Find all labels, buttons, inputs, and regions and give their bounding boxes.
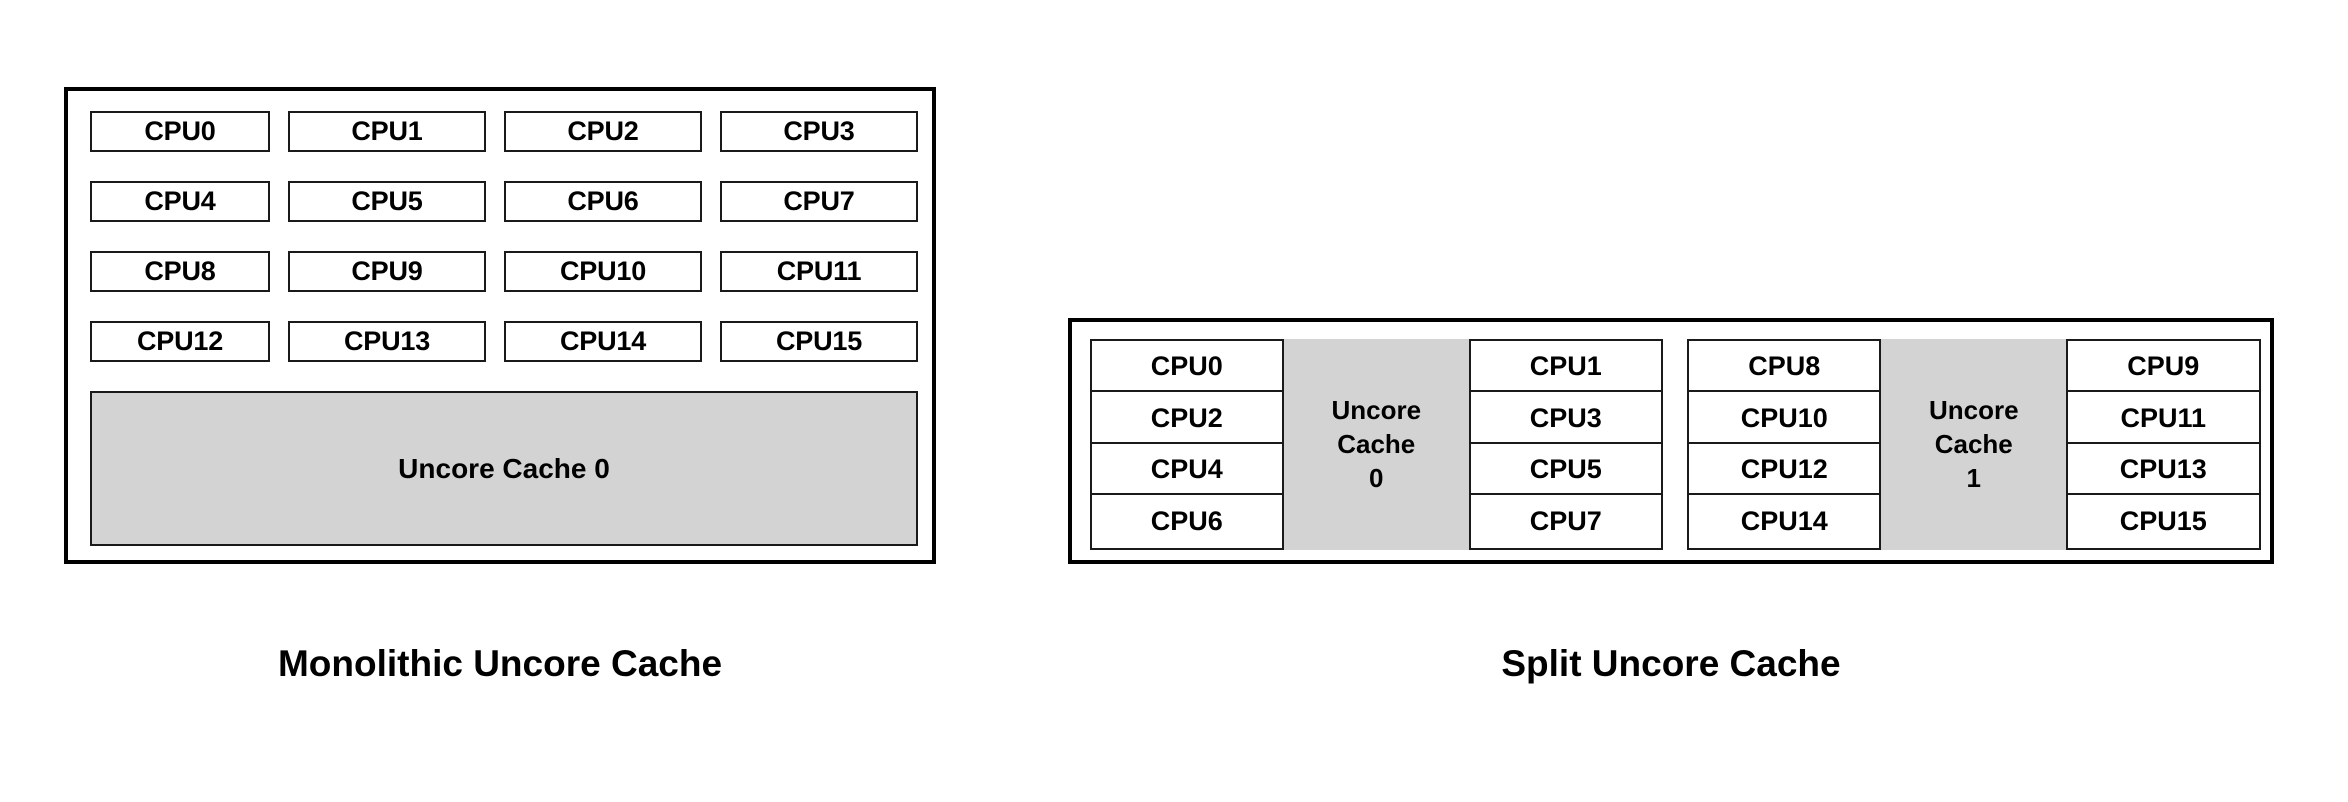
cpu-box: CPU0 [1089,338,1284,395]
uncore-cache-label-index: 1 [1966,463,1981,494]
cpu-box: CPU6 [1089,493,1284,550]
cpu-box: CPU14 [1687,493,1882,550]
cpu-box: CPU14 [504,321,702,362]
cpu-box: CPU10 [504,251,702,292]
split-socket-boundary: CPU0 CPU2 CPU4 CPU6 Uncore Cache 0 CPU1 … [1068,318,2274,564]
cpu-box: CPU5 [288,181,486,222]
uncore-cache-label-line1: Uncore [1331,394,1422,425]
uncore-cache-block: Uncore Cache 0 [90,391,918,546]
monolithic-socket-boundary: CPU0 CPU1 CPU2 CPU3 CPU4 CPU5 CPU6 CPU7 … [64,87,936,564]
cpu-box: CPU2 [504,111,702,152]
cpu-box: CPU8 [1687,338,1882,395]
cpu-box: CPU5 [1468,441,1663,498]
cpu-box: CPU6 [504,181,702,222]
cpu-box: CPU4 [90,181,270,222]
cpu-box: CPU9 [2066,338,2261,395]
cpu-box: CPU3 [1468,390,1663,447]
cpu-box: CPU7 [1468,493,1663,550]
cpu-box: CPU8 [90,251,270,292]
cpu-box: CPU3 [720,111,918,152]
uncore-cache-label-index: 0 [1369,463,1384,494]
tile-group: CPU8 CPU10 CPU12 CPU14 Uncore Cache 1 CP… [1687,338,2261,550]
cpu-box: CPU2 [1089,390,1284,447]
cpu-box: CPU10 [1687,390,1882,447]
cpu-box: CPU1 [1468,338,1663,395]
cpu-box: CPU12 [1687,441,1882,498]
uncore-cache-label-line2: Cache [1934,428,2013,459]
cpu-box: CPU13 [288,321,486,362]
uncore-cache-label-line2: Cache [1337,428,1416,459]
cpu-box: CPU15 [2066,493,2261,550]
split-tile-groups: CPU0 CPU2 CPU4 CPU6 Uncore Cache 0 CPU1 … [1089,338,2261,550]
uncore-cache-block: Uncore Cache 1 [1879,338,2069,550]
split-caption: Split Uncore Cache [1501,643,1841,684]
cpu-box: CPU12 [90,321,270,362]
cpu-box: CPU11 [720,251,918,292]
monolithic-caption: Monolithic Uncore Cache [277,643,723,684]
monolithic-cpu-grid: CPU0 CPU1 CPU2 CPU3 CPU4 CPU5 CPU6 CPU7 … [90,111,918,362]
cpu-box: CPU4 [1089,441,1284,498]
cpu-box: CPU11 [2066,390,2261,447]
cpu-box: CPU13 [2066,441,2261,498]
cpu-box: CPU0 [90,111,270,152]
uncore-cache-block: Uncore Cache 0 [1281,338,1471,550]
cpu-box: CPU1 [288,111,486,152]
cpu-box: CPU7 [720,181,918,222]
cpu-box: CPU15 [720,321,918,362]
uncore-cache-label-line1: Uncore [1928,394,2019,425]
tile-group: CPU0 CPU2 CPU4 CPU6 Uncore Cache 0 CPU1 … [1089,338,1663,550]
cpu-box: CPU9 [288,251,486,292]
